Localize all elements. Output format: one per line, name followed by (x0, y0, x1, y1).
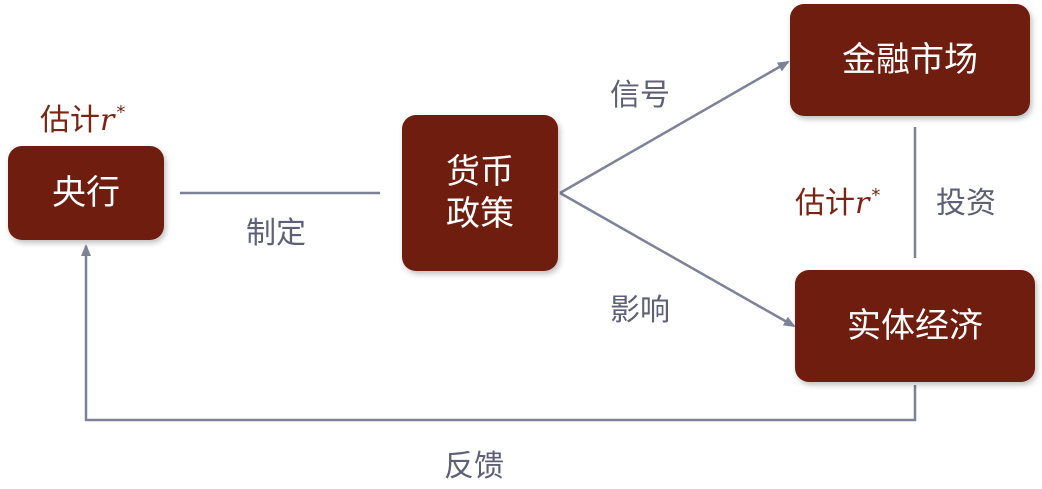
estimate-superscript: * (116, 102, 126, 123)
estimate-r-star-market: 估计r* (795, 178, 880, 222)
real-economy-node: 实体经济 (795, 270, 1035, 382)
edge-label-feedback: 反馈 (444, 449, 504, 484)
edge-signal-arrow (559, 60, 790, 195)
estimate-prefix: 估计 (795, 186, 855, 221)
edge-feedback-arrow (81, 244, 917, 422)
monetary-policy-label-line1: 货币 (446, 151, 514, 192)
estimate-prefix: 估计 (40, 103, 100, 138)
central-bank-label: 央行 (52, 172, 120, 213)
financial-market-label: 金融市场 (842, 39, 978, 80)
estimate-variable: r (100, 103, 115, 138)
estimate-superscript: * (871, 185, 881, 206)
financial-market-node: 金融市场 (790, 4, 1030, 116)
estimate-variable: r (855, 186, 870, 221)
real-economy-label: 实体经济 (847, 305, 983, 346)
edge-label-signal: 信号 (610, 78, 670, 113)
central-bank-node: 央行 (8, 146, 164, 240)
edge-influence-arrow (559, 191, 796, 328)
edge-label-invest: 投资 (936, 186, 996, 221)
edge-label-formulate: 制定 (246, 216, 306, 251)
estimate-r-star-central-bank: 估计r* (40, 95, 125, 139)
monetary-policy-label-line2: 政策 (446, 194, 514, 234)
edge-label-influence: 影响 (610, 293, 670, 328)
monetary-policy-node: 货币 政策 (402, 115, 558, 271)
